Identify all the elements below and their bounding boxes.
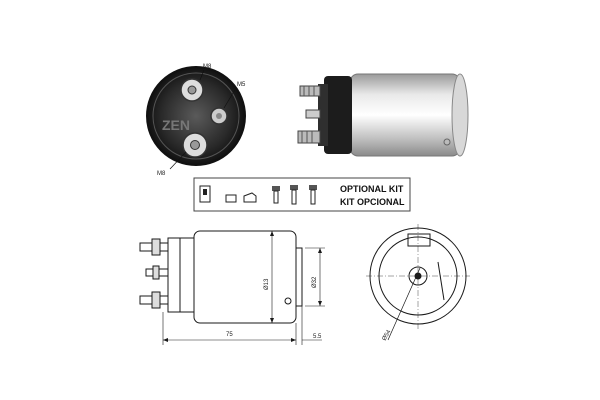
- kit-part-nut-icon: [290, 185, 298, 205]
- dim-body-diameter: Ø13: [264, 278, 270, 290]
- kit-part-lug-icon: [243, 192, 257, 203]
- dim-bolt-circle: Ø54: [382, 329, 393, 342]
- side-terminal-bottom: [297, 130, 321, 144]
- end-drawing: [366, 224, 470, 341]
- side-view-photo: [297, 73, 469, 157]
- side-terminal-top: [299, 85, 321, 97]
- kit-part-bracket-icon: [199, 185, 211, 203]
- kit-part-screw-icon: [309, 185, 317, 205]
- dim-flange-diameter: Ø32: [312, 276, 318, 288]
- kit-label-es: KIT OPCIONAL: [340, 197, 405, 207]
- label-terminal-bottom: M8: [157, 171, 166, 177]
- side-drawing: [139, 230, 325, 345]
- dim-flange-width: 5.5: [313, 334, 322, 340]
- kit-part-clip-icon: [225, 194, 237, 203]
- dim-body-length: 75: [226, 332, 233, 338]
- side-terminal-middle: [305, 109, 321, 119]
- watermark-logo: ZEN: [162, 117, 190, 133]
- kit-label-en: OPTIONAL KIT: [340, 184, 404, 194]
- kit-part-bolt-icon: [272, 186, 280, 204]
- label-terminal-right: M5: [237, 82, 246, 88]
- end-view-photo: ZEN M8 M5 M8: [146, 64, 246, 177]
- optional-kit-box: OPTIONAL KIT KIT OPCIONAL: [193, 177, 411, 212]
- label-terminal-top: M8: [203, 64, 212, 70]
